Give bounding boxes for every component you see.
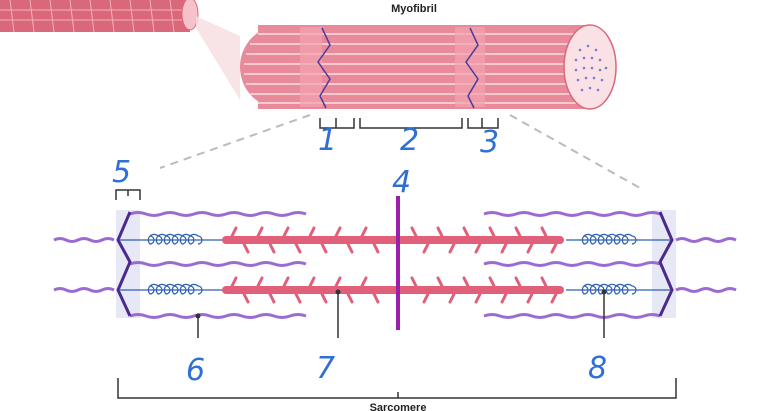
handwritten-label-4: 4	[392, 165, 411, 200]
myosin-filaments	[222, 226, 564, 304]
myofibril-z-line	[465, 27, 479, 109]
handwritten-label-8: 8	[588, 351, 607, 386]
handwritten-label-3: 3	[480, 125, 499, 160]
handwritten-label-6: 6	[186, 353, 205, 388]
actin-filaments	[53, 211, 737, 319]
sarcomere-label: Sarcomere	[370, 402, 427, 411]
zoom-line-right	[509, 114, 641, 189]
band-brackets	[319, 118, 499, 129]
zoom-line-left	[159, 114, 311, 169]
handwritten-label-2: 2	[400, 123, 419, 158]
muscle-fiber	[0, 0, 199, 33]
handwritten-label-1: 1	[318, 123, 337, 158]
z-discs	[116, 211, 674, 317]
myofibril-label: Myofibril	[391, 3, 437, 15]
zoom-wedge	[196, 16, 240, 100]
handwritten-label-5: 5	[112, 155, 131, 190]
sarcomere	[53, 196, 737, 330]
handwritten-label-7: 7	[316, 351, 335, 386]
sarcomere-bracket	[117, 378, 677, 399]
myofibril-end-cap	[563, 24, 617, 110]
myofibril	[240, 24, 617, 110]
myofibril-z-line	[317, 27, 331, 109]
titin-springs	[120, 233, 670, 295]
annotation-pointers	[197, 292, 605, 338]
